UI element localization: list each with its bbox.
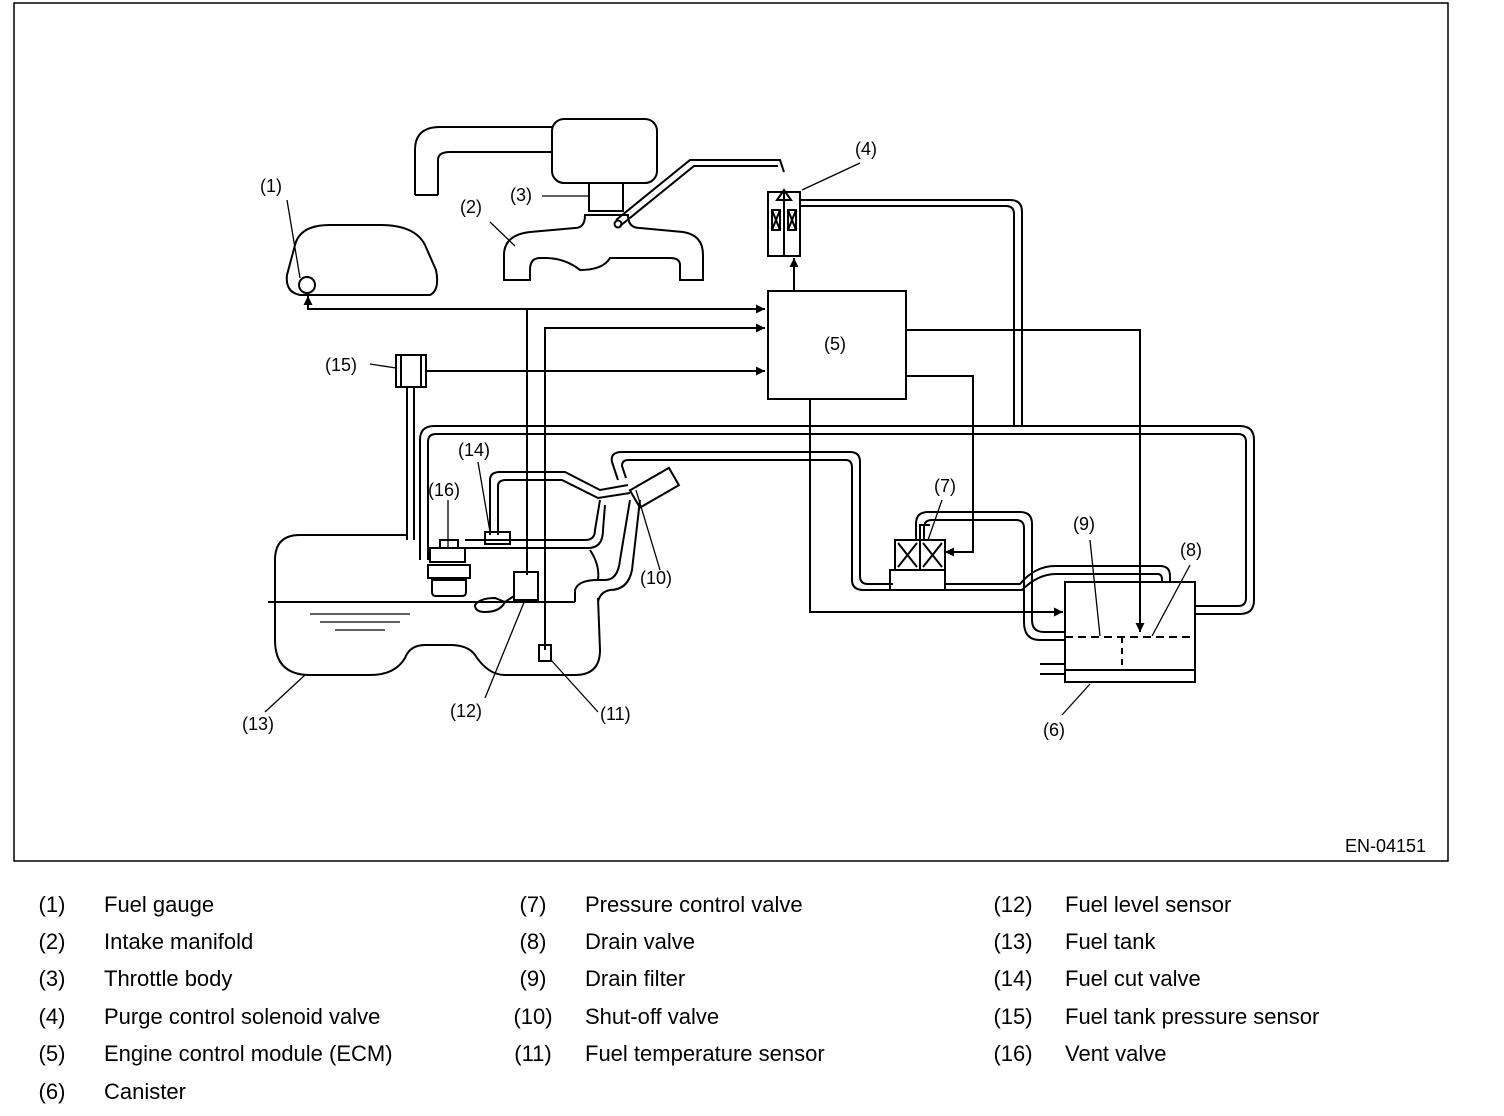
canister [1040, 581, 1196, 683]
vent-valve [427, 539, 471, 597]
legend-num: (5) [38, 1041, 66, 1066]
fuel-cut-valve [484, 471, 631, 545]
legend-num: (12) [993, 892, 1033, 917]
legend-num: (3) [38, 966, 66, 991]
fuel-gauge [298, 276, 316, 294]
legend-label: Fuel gauge [104, 892, 215, 917]
leader-lines [264, 162, 1191, 716]
legend-label: Fuel tank [1065, 929, 1156, 954]
fuel-temperature-signal [544, 323, 765, 650]
filler-pipe [574, 466, 681, 603]
fuel-tank-pressure-sensor [395, 354, 427, 540]
legend-num: (9) [519, 966, 547, 991]
intake-manifold [503, 214, 704, 281]
purge-control-solenoid-valve [767, 188, 801, 257]
fuel-tank [268, 534, 602, 676]
legend: (1) Fuel gauge (2) Intake manifold (3) T… [0, 884, 1504, 1114]
fuel-level-sensor [473, 571, 539, 614]
figure-frame [13, 2, 1449, 862]
callout-11: (11) [600, 704, 631, 724]
throttle-body [588, 182, 624, 212]
legend-label: Fuel temperature sensor [585, 1041, 825, 1066]
legend-num: (1) [38, 892, 66, 917]
legend-num: (13) [993, 929, 1033, 954]
callout-5: (5) [824, 334, 846, 354]
evaporation-hose [610, 451, 893, 591]
evap-system-diagram: (1) (2) (3) (4) (5) (6) (7) (8) (9) (10)… [13, 2, 1449, 862]
callout-2: (2) [460, 197, 482, 217]
callout-10: (10) [640, 568, 672, 588]
callout-14: (14) [458, 440, 490, 460]
legend-num: (4) [38, 1004, 66, 1029]
legend-label: Throttle body [104, 966, 233, 991]
combination-meter [285, 224, 439, 296]
legend-num: (11) [514, 1041, 552, 1066]
legend-num: (2) [38, 929, 66, 954]
legend-label: Pressure control valve [585, 892, 803, 917]
figure-code: EN-04151 [1345, 836, 1426, 856]
legend-num: (8) [519, 929, 547, 954]
vent-hose-loop [419, 425, 1255, 615]
legend-num: (16) [993, 1041, 1033, 1066]
callout-16: (16) [428, 480, 460, 500]
legend-label: Engine control module (ECM) [104, 1041, 393, 1066]
callout-15: (15) [325, 355, 357, 375]
callout-6: (6) [1043, 720, 1065, 740]
fuel-gauge-signal [303, 296, 765, 314]
callout-1: (1) [260, 176, 282, 196]
purge-line [613, 159, 785, 229]
fuel-temperature-sensor [538, 644, 552, 662]
legend-label: Drain filter [585, 966, 686, 991]
legend-label: Fuel tank pressure sensor [1065, 1004, 1320, 1029]
legend-label: Canister [104, 1079, 186, 1104]
legend-label: Fuel level sensor [1065, 892, 1232, 917]
legend-num: (7) [519, 892, 547, 917]
legend-label: Purge control solenoid valve [104, 1004, 381, 1029]
callout-3: (3) [510, 185, 532, 205]
legend-label: Vent valve [1065, 1041, 1167, 1066]
callout-12: (12) [450, 701, 482, 721]
legend-label: Drain valve [585, 929, 696, 954]
legend-num: (15) [993, 1004, 1033, 1029]
callout-9: (9) [1073, 514, 1095, 534]
pcv-to-canister-hose [915, 511, 1171, 641]
legend-num: (14) [993, 966, 1033, 991]
legend-label: Shut-off valve [585, 1004, 720, 1029]
ecm [767, 290, 907, 400]
legend-label: Intake manifold [104, 929, 254, 954]
legend-num: (10) [513, 1004, 553, 1029]
callout-4: (4) [855, 139, 877, 159]
pressure-control-valve [889, 524, 946, 591]
callout-8: (8) [1180, 540, 1202, 560]
callout-7: (7) [934, 476, 956, 496]
canister-purge-hose [800, 199, 1023, 426]
legend-label: Fuel cut valve [1065, 966, 1201, 991]
callout-13: (13) [242, 714, 274, 734]
legend-num: (6) [38, 1079, 66, 1104]
